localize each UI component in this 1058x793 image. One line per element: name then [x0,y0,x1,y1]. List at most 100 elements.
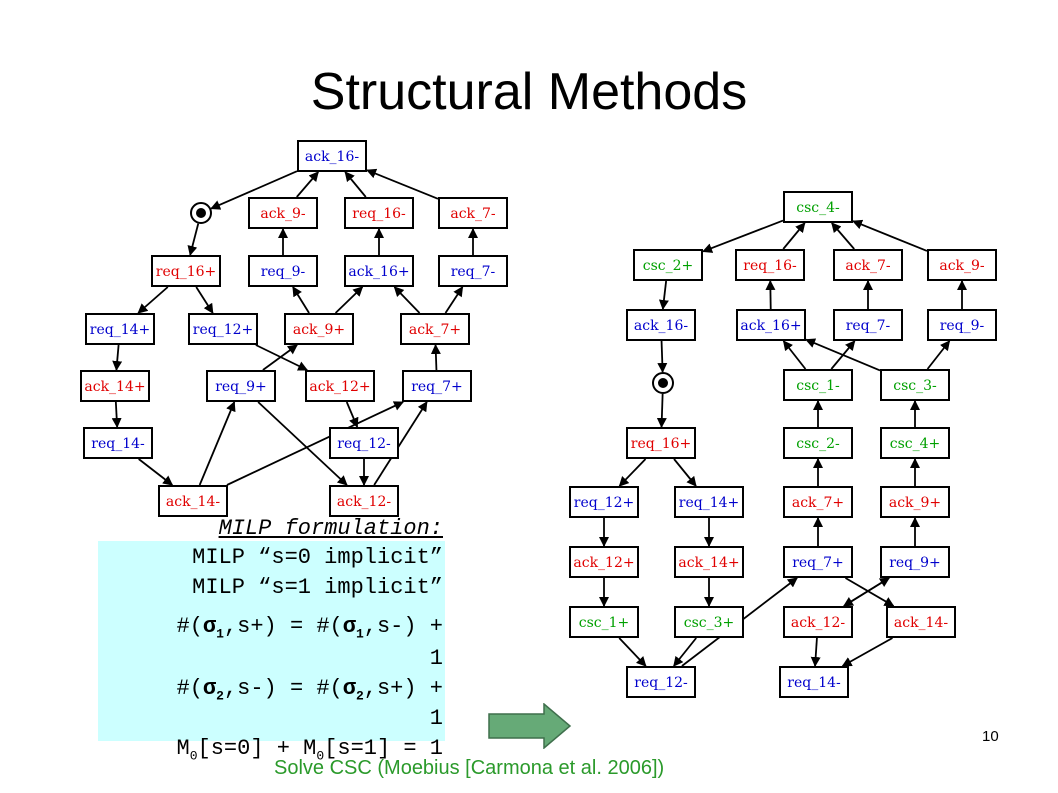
caption-solve-csc: Solve CSC (Moebius [Carmona et al. 2006]… [274,757,665,779]
right-node-label: ack_14- [894,615,948,631]
left-node-label: req_9- [261,264,306,280]
right-edge-csc_2p-to-ack_16m [658,280,669,310]
right-node-label: csc_4+ [890,436,941,452]
left-node-ack_14m: ack_14- [158,485,228,517]
milp-line: M0[s=0] + M0[s=1] = 1 [176,736,443,764]
left-edge-ack_9p-to-ack_16p [334,286,364,314]
right-node-label: ack_14+ [678,555,739,571]
right-edge-csc_3m-to-req_9m [926,340,951,370]
left-edge-ack_14m-to-req_9p [198,401,236,486]
left-node-label: ack_12+ [309,379,370,395]
right-node-label: ack_16+ [740,318,801,334]
left-node-label: req_16- [352,206,406,222]
right-node-csc_1p: csc_1+ [569,606,639,638]
left-node-ack_9m: ack_9- [248,197,318,229]
right-edge-req_16p-to-req_14p [673,458,697,487]
page-number: 10 [982,728,999,745]
right-node-req_16m: req_16- [735,249,805,281]
right-signal-graph: csc_4-csc_2+req_16-ack_7-ack_9-ack_16-ac… [569,191,997,698]
left-node-ack_7m: ack_7- [438,197,508,229]
right-node-req_12p: req_12+ [569,486,639,518]
right-node-label: ack_12+ [573,555,634,571]
left-node-req_12m: req_12- [329,427,399,459]
left-node-ack_9p: ack_9+ [284,313,354,345]
milp-line: 1 [429,706,443,731]
left-node-req_16p: req_16+ [151,255,221,287]
left-node-label: ack_14- [166,494,220,510]
left-edge-ack_9m-to-ack_16m [296,171,319,198]
right-edge-csc_4m-to-csc_2p [702,219,784,253]
right-edge-tok-to-req_16p [656,393,667,428]
milp-line: MILP “s=1 implicit” [192,575,443,600]
right-edge-ack_9m-to-csc_4m [852,219,928,252]
left-edge-req_16p-to-req_14p [137,286,169,314]
right-node-label: req_9+ [889,555,941,571]
right-initial-marking-icon [652,372,674,394]
left-node-label: req_12+ [193,322,253,338]
left-node-req_14m: req_14- [83,427,153,459]
left-edge-ack_9p-to-req_9m [292,286,310,314]
left-node-req_9m: req_9- [248,255,318,287]
right-node-req_9m: req_9- [927,309,997,341]
right-node-label: csc_2- [796,436,840,452]
right-node-label: ack_7- [845,258,891,274]
right-node-label: ack_7+ [792,495,844,511]
left-node-label: req_9+ [215,379,267,395]
left-node-req_14p: req_14+ [85,313,155,345]
right-node-label: req_12- [634,675,688,691]
right-node-label: ack_16- [634,318,688,334]
right-edge-ack_12m-to-req_9p [843,577,890,607]
left-edge-ack_14m-to-req_7p [226,401,404,486]
right-edge-req_16m-to-csc_4m [782,222,806,250]
left-edge-ack_7m-to-ack_16m [366,168,439,200]
right-node-label: ack_9+ [889,495,941,511]
left-edge-tok-to-req_16p [187,223,200,256]
right-node-label: req_9- [940,318,985,334]
right-edge-csc_3p-to-req_12m [673,637,697,667]
right-node-label: req_16+ [631,436,691,452]
left-node-label: req_7+ [411,379,463,395]
left-node-label: req_7- [451,264,496,280]
right-node-label: csc_4- [796,200,840,216]
right-node-req_14p: req_14+ [674,486,744,518]
left-node-ack_14p: ack_14+ [80,370,150,402]
left-node-req_7m: req_7- [438,255,508,287]
left-node-req_16m: req_16- [344,197,414,229]
right-node-label: req_16- [743,258,797,274]
right-node-ack_7p: ack_7+ [783,486,853,518]
left-edge-req_9p-to-ack_9p [262,344,298,371]
left-node-label: req_14+ [90,322,150,338]
right-node-label: req_12+ [574,495,634,511]
right-node-ack_7m: ack_7- [833,249,903,281]
left-node-req_9p: req_9+ [206,370,276,402]
right-edge-csc_1m-to-req_7m [830,340,856,370]
right-node-req_14m: req_14- [779,666,849,698]
next-arrow-icon[interactable] [488,703,572,749]
left-edge-req_16m-to-ack_16m [344,171,367,198]
right-edge-ack_16m-to-tok [657,340,668,374]
left-edge-ack_7p-to-ack_16p [393,286,421,314]
left-node-ack_12m: ack_12- [329,485,399,517]
left-node-label: req_12- [337,436,391,452]
right-node-csc_1m: csc_1- [783,369,853,401]
right-node-ack_14p: ack_14+ [674,546,744,578]
right-node-csc_4m: csc_4- [783,191,853,223]
left-node-label: req_16+ [156,264,216,280]
left-edge-ack_14p-to-req_14m [111,401,122,428]
left-node-label: ack_12- [337,494,391,510]
right-edge-req_16p-to-req_12p [618,458,647,487]
left-edge-ack_12m-to-req_7p [373,401,428,486]
left-node-label: req_14- [91,436,145,452]
left-edge-ack_7p-to-req_7m [444,286,464,314]
left-initial-marking-icon [190,202,212,224]
right-node-csc_3m: csc_3- [880,369,950,401]
right-node-ack_12p: ack_12+ [569,546,639,578]
milp-heading: MILP formulation: [218,516,443,541]
left-node-req_12p: req_12+ [188,313,258,345]
slide-title: Structural Methods [310,63,748,121]
right-node-label: ack_12- [791,615,845,631]
left-node-label: ack_7+ [409,322,461,338]
left-node-ack_12p: ack_12+ [305,370,375,402]
left-node-label: ack_9+ [293,322,345,338]
right-edge-ack_14m-to-req_14m [841,637,893,667]
